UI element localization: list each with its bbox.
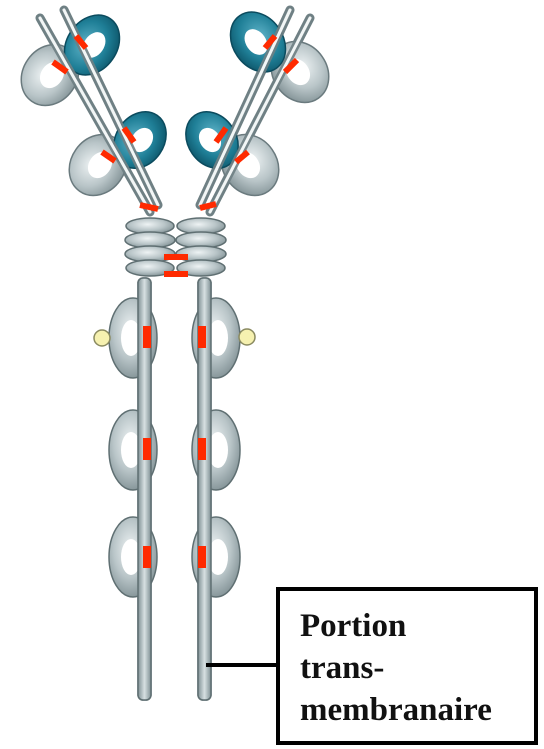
left-fab-arm	[10, 4, 177, 212]
right-fab-arm	[175, 1, 340, 212]
right-hinge-coil	[176, 218, 226, 276]
left-carbohydrate-dot	[94, 330, 110, 346]
label-line-3: membranaire	[300, 689, 526, 731]
left-hinge-coil	[125, 218, 175, 276]
label-line-1: Portion	[300, 605, 526, 647]
label-line-2: trans-	[300, 647, 526, 689]
right-carbohydrate-dot	[239, 329, 255, 345]
transmembrane-label-box: Portion trans- membranaire	[276, 587, 538, 745]
